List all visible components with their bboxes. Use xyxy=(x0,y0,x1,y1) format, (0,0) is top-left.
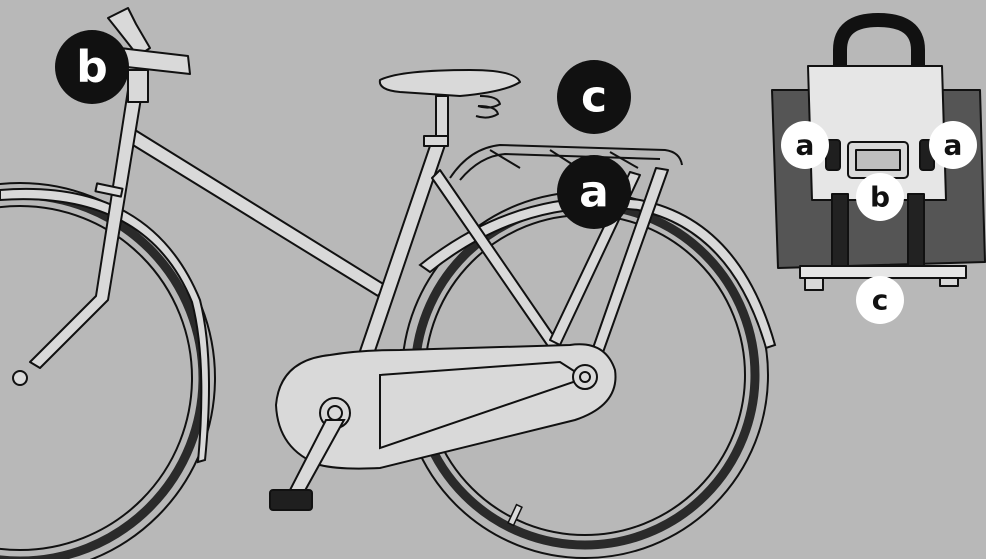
label-handlebar-b: b xyxy=(55,30,129,104)
label-bag-a-right: a xyxy=(929,121,977,169)
svg-text:c: c xyxy=(872,284,889,317)
label-rack-a: a xyxy=(557,155,631,229)
svg-text:a: a xyxy=(579,167,609,218)
label-bag-b: b xyxy=(856,173,904,221)
label-bag-a-left: a xyxy=(781,121,829,169)
svg-text:b: b xyxy=(870,181,890,214)
label-rack-c: c xyxy=(557,60,631,134)
svg-text:a: a xyxy=(796,129,815,162)
svg-text:c: c xyxy=(581,72,607,123)
svg-text:b: b xyxy=(76,42,108,93)
label-bag-c: c xyxy=(856,276,904,324)
svg-text:a: a xyxy=(944,129,963,162)
